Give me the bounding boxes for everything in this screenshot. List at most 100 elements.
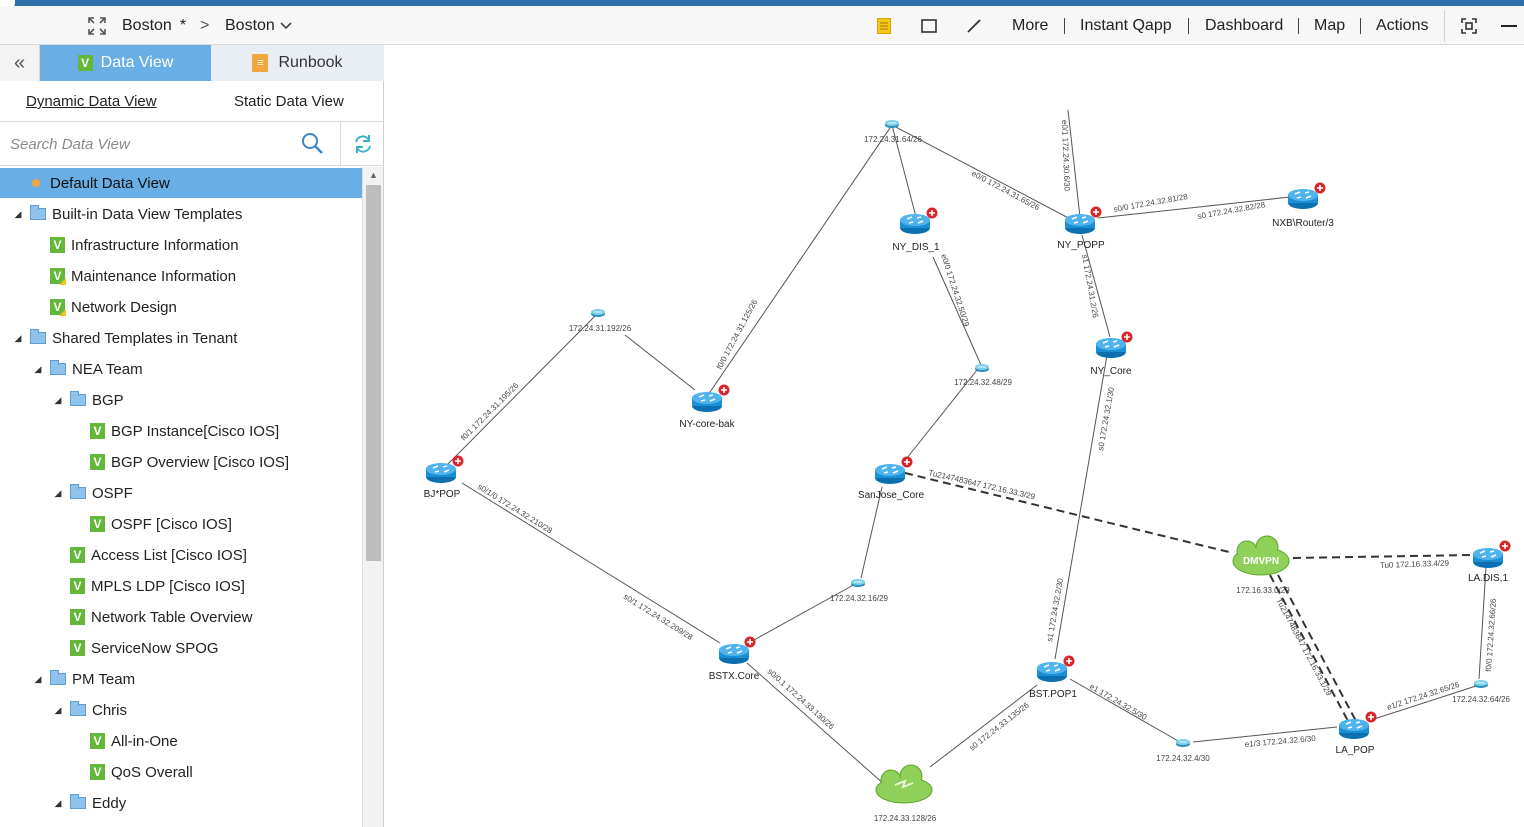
- expand-caret-icon[interactable]: ◢: [54, 704, 62, 715]
- line-tool-icon[interactable]: [966, 6, 982, 45]
- router-icon[interactable]: [718, 635, 757, 665]
- expand-caret-icon[interactable]: ◢: [54, 394, 62, 405]
- router-icon[interactable]: [899, 206, 939, 235]
- expand-caret-icon[interactable]: ◢: [54, 797, 62, 808]
- chevron-down-icon: [280, 21, 292, 29]
- tree-folder-built-in[interactable]: ◢ Built-in Data View Templates: [0, 199, 362, 229]
- folder-icon: [30, 329, 46, 344]
- expand-caret-icon[interactable]: ◢: [34, 363, 42, 374]
- minimize-icon[interactable]: [1501, 6, 1517, 45]
- search-input[interactable]: [4, 128, 294, 160]
- device-label: LA.DIS,1: [1468, 573, 1508, 584]
- map-menu[interactable]: Map: [1314, 16, 1346, 34]
- subtab-static-data-view[interactable]: Static Data View: [234, 93, 344, 110]
- interface-label: Tu2147483647 172.16.33.1/29: [1274, 597, 1333, 698]
- tree-folder-nea-team[interactable]: ◢ NEA Team: [0, 354, 362, 384]
- note-icon[interactable]: [877, 6, 891, 45]
- router-icon[interactable]: [1095, 330, 1134, 359]
- expand-caret-icon[interactable]: ◢: [14, 332, 22, 343]
- interface-label: s0 172.24.33.135/26: [968, 700, 1031, 752]
- breadcrumb-root[interactable]: Boston *: [122, 6, 186, 45]
- tree-item-infrastructure[interactable]: V Infrastructure Information: [0, 230, 362, 260]
- tree-item-bgp-overview[interactable]: V BGP Overview [Cisco IOS]: [0, 447, 362, 477]
- data-view-icon: V: [70, 609, 85, 625]
- folder-icon: [70, 794, 86, 809]
- expand-caret-icon[interactable]: ◢: [34, 673, 42, 684]
- folder-icon: [70, 391, 86, 406]
- tab-data-view[interactable]: V Data View: [40, 45, 211, 81]
- fit-screen-icon[interactable]: [1461, 6, 1477, 45]
- subnet-icon[interactable]: [850, 578, 866, 588]
- device-label: NY_DIS_1: [892, 242, 940, 253]
- device-label: NY_Core: [1090, 366, 1132, 377]
- panel-tabs: « V Data View ≡ Runbook: [0, 45, 384, 81]
- refresh-icon[interactable]: [340, 122, 384, 166]
- expand-caret-icon[interactable]: ◢: [14, 208, 22, 219]
- tree-item-all-in-one[interactable]: V All-in-One: [0, 726, 362, 756]
- runbook-icon: ≡: [252, 54, 269, 72]
- tree-folder-eddy[interactable]: ◢ Eddy: [0, 788, 362, 818]
- interface-label: e0/0 172.24.31.65/26: [970, 169, 1041, 213]
- interface-label: e0/1 172.24.30.6/30: [1060, 120, 1071, 192]
- wan-cloud-icon[interactable]: [875, 764, 933, 804]
- tree-item-network-design[interactable]: V Network Design: [0, 292, 362, 322]
- tree-folder-bgp[interactable]: ◢ BGP: [0, 385, 362, 415]
- interface-label: f0/0 172.24.32.66/26: [1484, 598, 1498, 672]
- instant-qapp-menu[interactable]: Instant Qapp: [1080, 16, 1172, 34]
- scroll-up-arrow-icon[interactable]: ▲: [369, 170, 378, 180]
- tree-item-access-list[interactable]: V Access List [Cisco IOS]: [0, 540, 362, 570]
- tree-folder-shared[interactable]: ◢ Shared Templates in Tenant: [0, 323, 362, 353]
- interface-label: e1/3 172.24.32.6/30: [1244, 734, 1316, 749]
- more-menu[interactable]: More: [1012, 16, 1049, 34]
- device-label: NXB\Router/3: [1272, 218, 1334, 229]
- tree-item-servicenow[interactable]: V ServiceNow SPOG: [0, 633, 362, 663]
- subnet-icon[interactable]: [974, 363, 990, 373]
- subnet-icon[interactable]: [884, 119, 900, 129]
- tree-item-label: All-in-One: [111, 732, 178, 750]
- search-row: [0, 122, 384, 166]
- breadcrumb-current[interactable]: Boston: [225, 6, 292, 45]
- device-label: BST.POP1: [1029, 689, 1077, 700]
- router-icon[interactable]: [691, 383, 731, 413]
- router-icon[interactable]: [425, 454, 465, 484]
- subnet-icon[interactable]: [590, 308, 606, 318]
- tree-item-qos-overall[interactable]: V QoS Overall: [0, 757, 362, 787]
- double-chevron-left-icon: «: [13, 51, 26, 74]
- subnet-icon[interactable]: [1175, 738, 1191, 748]
- subnet-label: 172.24.31.64/26: [864, 135, 922, 144]
- interface-label: e0/0 172.24.32.50/29: [939, 253, 971, 328]
- data-view-icon: V: [90, 423, 105, 439]
- router-icon[interactable]: [874, 455, 914, 485]
- router-icon[interactable]: [1287, 181, 1327, 210]
- tree-item-ospf[interactable]: V OSPF [Cisco IOS]: [0, 509, 362, 539]
- subtab-dynamic-data-view[interactable]: Dynamic Data View: [26, 93, 157, 110]
- tree-scrollbar[interactable]: ▲: [362, 167, 383, 827]
- dashboard-menu[interactable]: Dashboard: [1205, 16, 1284, 34]
- tunnel-links: [904, 472, 1474, 722]
- expand-caret-icon[interactable]: ◢: [54, 487, 62, 498]
- router-icon[interactable]: [1064, 205, 1103, 235]
- tab-runbook[interactable]: ≡ Runbook: [211, 45, 384, 81]
- scroll-thumb[interactable]: [366, 185, 381, 561]
- router-icon[interactable]: [1472, 539, 1512, 569]
- rectangle-tool-icon[interactable]: [921, 6, 937, 45]
- router-icon[interactable]: [1036, 654, 1076, 683]
- default-dot-icon: [32, 179, 40, 187]
- tree-item-network-table[interactable]: V Network Table Overview: [0, 602, 362, 632]
- tree-item-label: Access List [Cisco IOS]: [91, 546, 247, 564]
- tree-item-default-data-view[interactable]: Default Data View: [0, 168, 362, 198]
- subnet-icon[interactable]: [1473, 679, 1489, 689]
- tree-folder-pm-team[interactable]: ◢ PM Team: [0, 664, 362, 694]
- tree-item-bgp-instance[interactable]: V BGP Instance[Cisco IOS]: [0, 416, 362, 446]
- actions-menu[interactable]: Actions: [1376, 16, 1429, 34]
- network-map-canvas[interactable]: DMVPN NY_DIS_1 NY_POPP NXB\Router/3 NY_C…: [385, 45, 1524, 827]
- tree-folder-ospf[interactable]: ◢ OSPF: [0, 478, 362, 508]
- search-icon[interactable]: [300, 131, 330, 159]
- collapse-panel-button[interactable]: «: [0, 45, 40, 81]
- dmvpn-cloud-icon[interactable]: DMVPN: [1232, 535, 1290, 576]
- tree-item-maintenance[interactable]: V Maintenance Information: [0, 261, 362, 291]
- expand-icon[interactable]: [88, 6, 106, 45]
- tree-folder-chris[interactable]: ◢ Chris: [0, 695, 362, 725]
- tree-item-mpls-ldp[interactable]: V MPLS LDP [Cisco IOS]: [0, 571, 362, 601]
